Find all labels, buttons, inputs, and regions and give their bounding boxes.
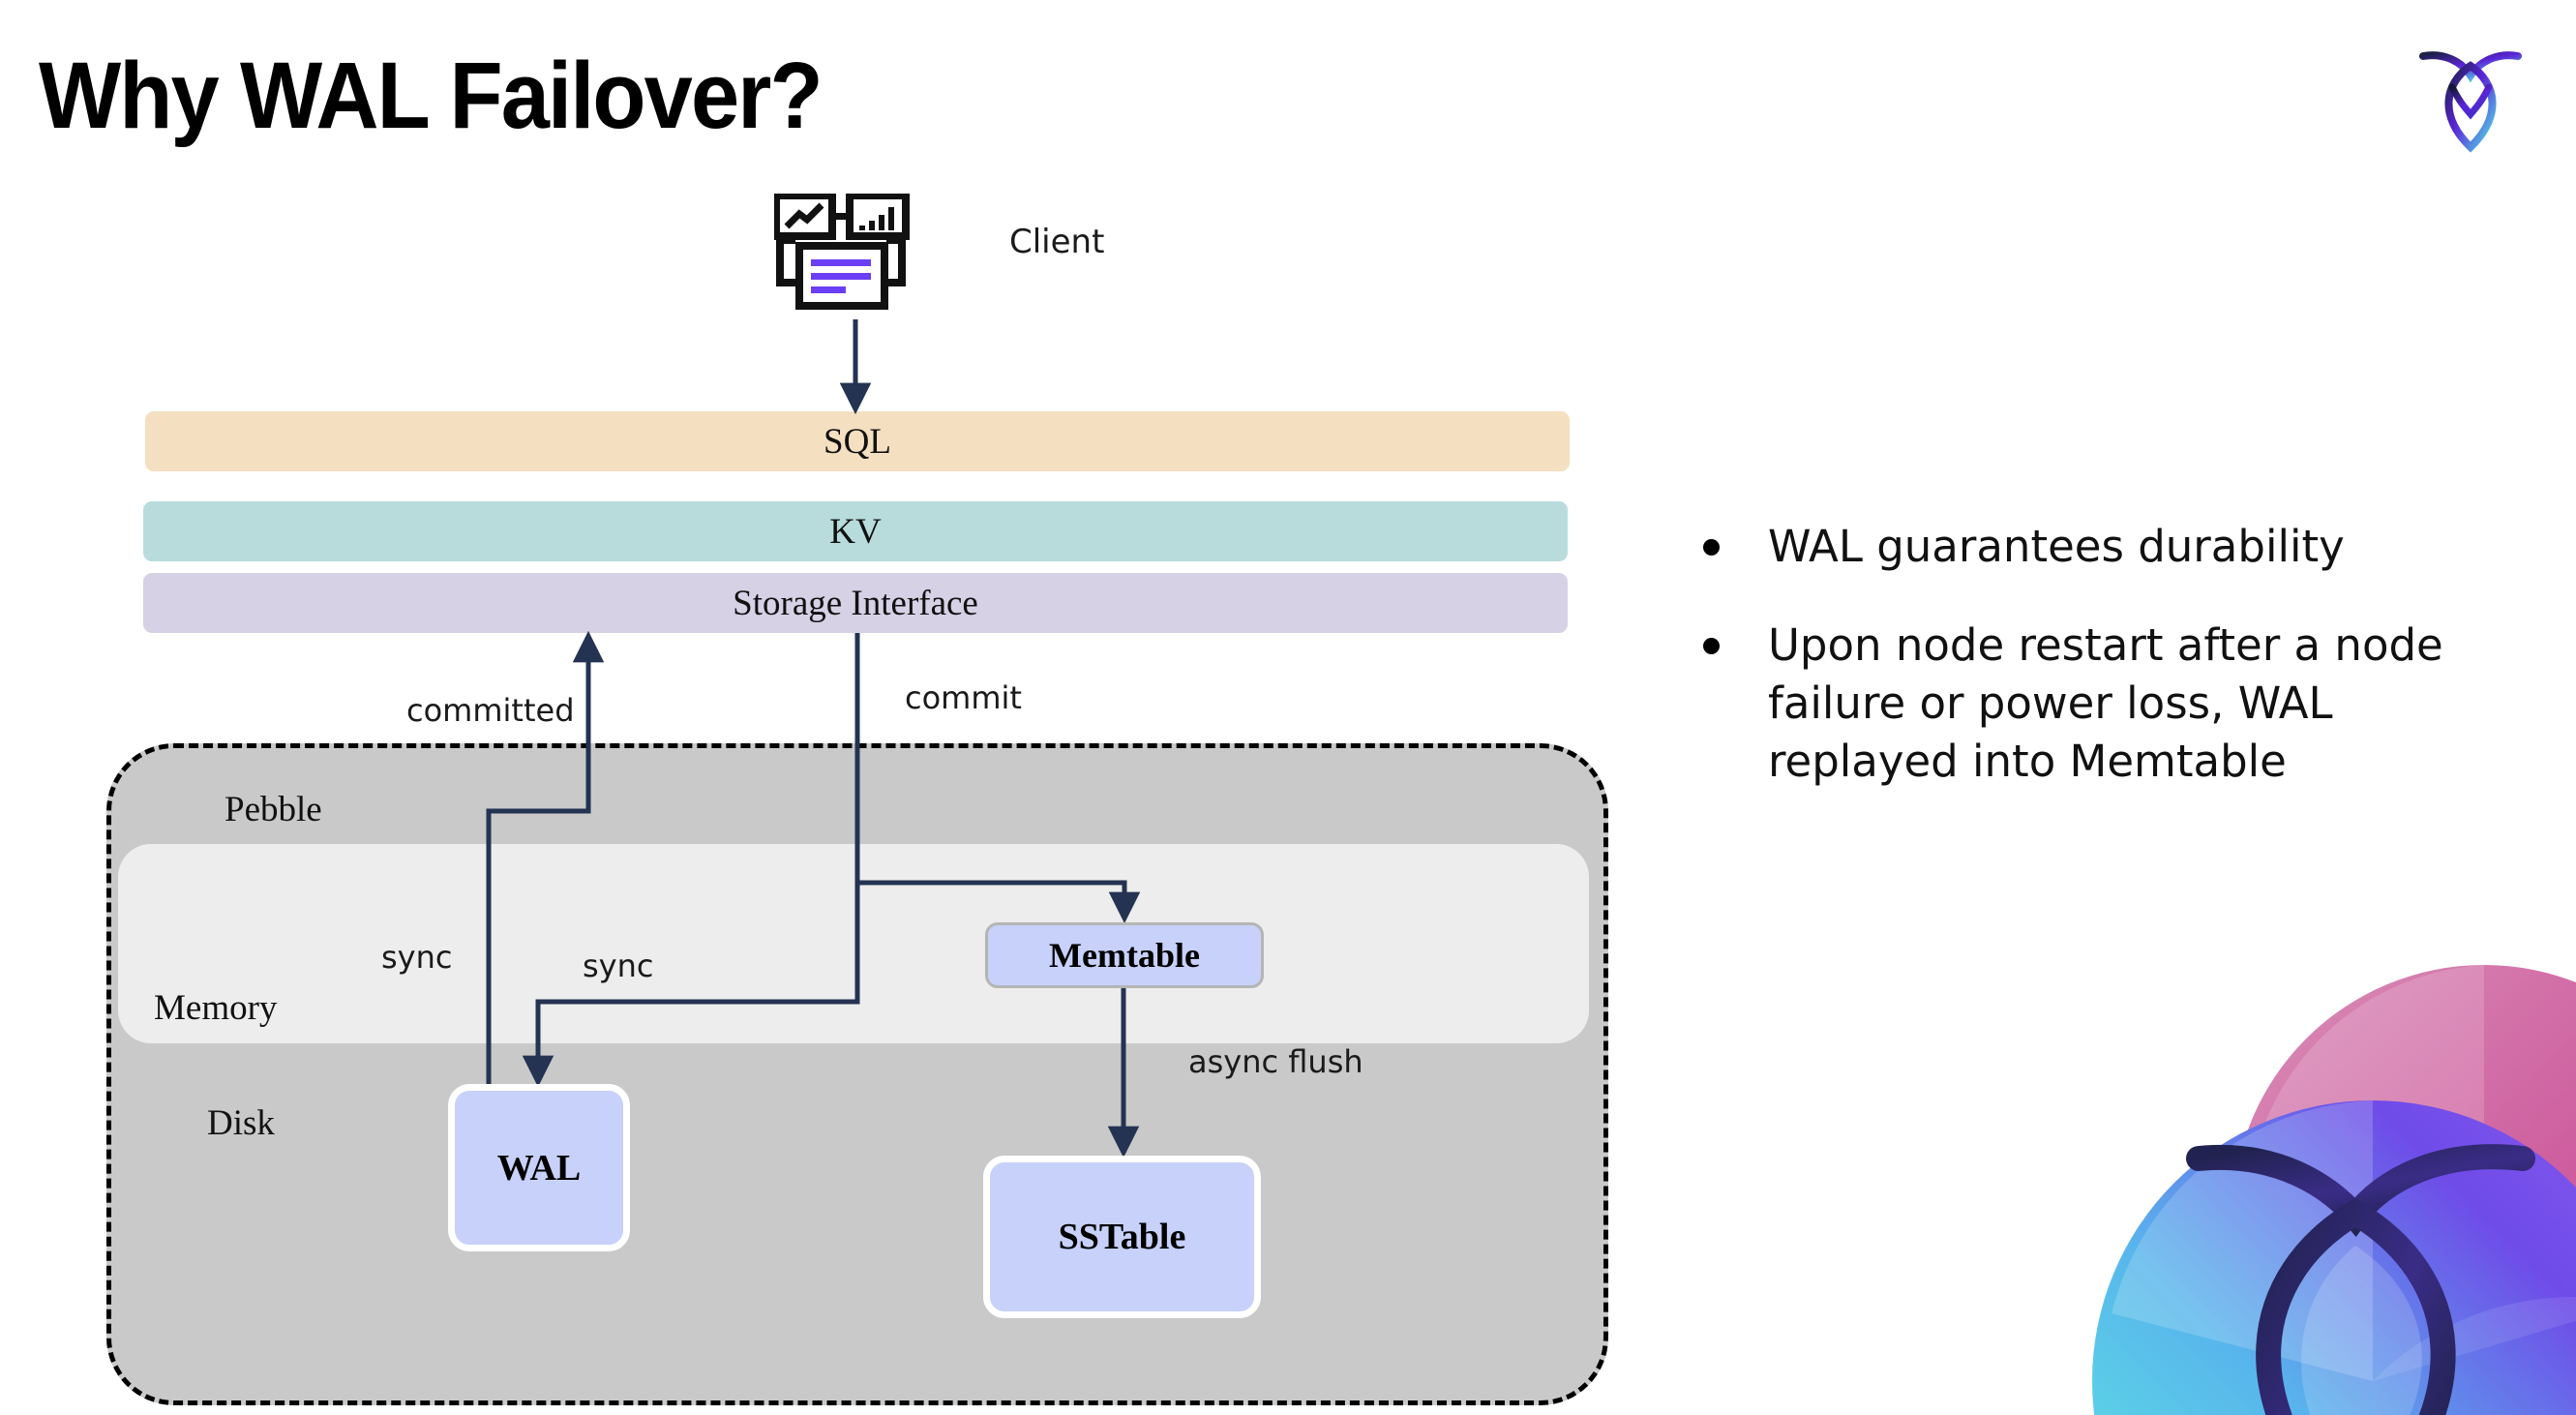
memory-label: Memory xyxy=(154,988,278,1028)
layer-bar-storage-interface: Storage Interface xyxy=(143,573,1568,633)
node-label-wal: WAL xyxy=(496,1147,582,1189)
decorative-corner-artwork xyxy=(1957,926,2576,1415)
client-label: Client xyxy=(1009,223,1105,261)
layer-label-kv: KV xyxy=(829,511,882,552)
bullet-text: WAL guarantees durability xyxy=(1768,521,2345,572)
bullet-dot-icon xyxy=(1703,539,1720,556)
bullet-text: Upon node restart after a node failure o… xyxy=(1768,618,2443,787)
cockroach-logo-icon xyxy=(2413,37,2528,153)
layer-bar-sql: SQL xyxy=(145,411,1570,471)
list-item: WAL guarantees durability xyxy=(1703,518,2516,576)
page-title: Why WAL Failover? xyxy=(39,43,824,148)
node-label-sstable: SSTable xyxy=(1058,1217,1186,1257)
pebble-container xyxy=(106,743,1608,1405)
pebble-label: Pebble xyxy=(225,790,322,829)
node-wal: WAL xyxy=(448,1084,630,1251)
node-memtable: Memtable xyxy=(985,922,1264,988)
memory-region xyxy=(118,844,1589,1043)
edge-label-commit: commit xyxy=(905,679,1022,716)
edge-label-sync-left: sync xyxy=(381,939,453,976)
layer-label-sql: SQL xyxy=(824,421,891,462)
edge-label-committed: committed xyxy=(406,692,575,729)
disk-label: Disk xyxy=(207,1103,275,1143)
layer-bar-kv: KV xyxy=(143,501,1568,561)
layer-label-storage-interface: Storage Interface xyxy=(733,583,978,623)
node-label-memtable: Memtable xyxy=(1049,936,1200,975)
bullet-dot-icon xyxy=(1703,637,1720,654)
client-dashboard-icon xyxy=(772,192,929,315)
list-item: Upon node restart after a node failure o… xyxy=(1703,617,2516,791)
bullet-list: WAL guarantees durability Upon node rest… xyxy=(1703,518,2516,830)
edge-label-async-flush: async flush xyxy=(1188,1043,1363,1080)
edge-label-sync-right: sync xyxy=(583,948,654,984)
node-sstable: SSTable xyxy=(983,1156,1261,1318)
